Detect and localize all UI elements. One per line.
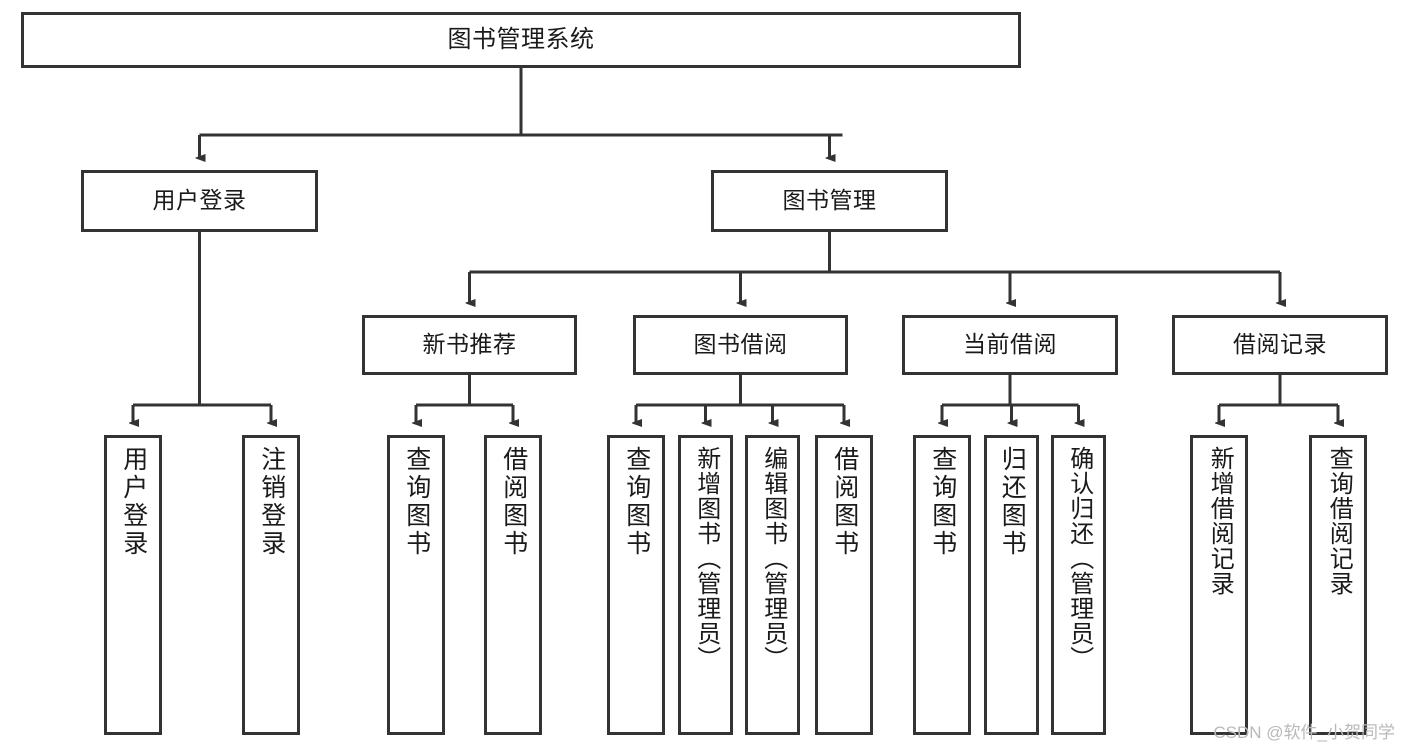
node-root-system[interactable]: 图书管理系统 — [21, 12, 1021, 68]
node-current-borrow[interactable]: 当前借阅 — [902, 315, 1118, 375]
node-leaf-edit-book-admin[interactable]: 编辑图书（管理员） — [745, 435, 800, 735]
node-label: 查询借阅记录 — [1325, 446, 1353, 596]
node-label: 图书借阅 — [693, 331, 788, 358]
node-label: 注销登录 — [257, 446, 286, 558]
node-leaf-add-borrow-record[interactable]: 新增借阅记录 — [1190, 435, 1248, 735]
node-label: 新增图书（管理员） — [692, 446, 720, 671]
node-leaf-add-book-admin[interactable]: 新增图书（管理员） — [678, 435, 733, 735]
node-book-manage[interactable]: 图书管理 — [711, 170, 948, 232]
node-leaf-user-login[interactable]: 用户登录 — [104, 435, 162, 735]
node-label: 用户登录 — [119, 446, 148, 558]
node-leaf-borrow-book[interactable]: 借阅图书 — [815, 435, 873, 735]
node-borrow-record[interactable]: 借阅记录 — [1172, 315, 1388, 375]
node-label: 借阅记录 — [1233, 331, 1327, 358]
node-leaf-query-book-borrow[interactable]: 查询图书 — [607, 435, 665, 735]
node-label: 编辑图书（管理员） — [759, 446, 787, 671]
node-leaf-return-book[interactable]: 归还图书 — [984, 435, 1039, 735]
node-label: 当前借阅 — [963, 331, 1057, 358]
node-leaf-query-book-current[interactable]: 查询图书 — [913, 435, 971, 735]
node-label: 确认归还（管理员） — [1065, 446, 1093, 671]
node-label: 图书管理 — [782, 187, 877, 214]
node-book-borrow[interactable]: 图书借阅 — [633, 315, 848, 375]
node-label: 查询图书 — [622, 446, 651, 558]
node-label: 借阅图书 — [499, 446, 528, 558]
node-label: 图书管理系统 — [447, 25, 595, 53]
node-label: 用户登录 — [152, 187, 247, 214]
node-label: 新增借阅记录 — [1206, 446, 1234, 596]
watermark-text: CSDN @软件_小贺同学 — [1213, 723, 1395, 742]
node-label: 归还图书 — [998, 446, 1027, 558]
node-label: 新书推荐 — [422, 331, 517, 358]
node-leaf-query-borrow-record[interactable]: 查询借阅记录 — [1309, 435, 1367, 735]
node-new-book-recommend[interactable]: 新书推荐 — [362, 315, 577, 375]
node-label: 查询图书 — [402, 446, 431, 558]
node-leaf-query-book-recommend[interactable]: 查询图书 — [387, 435, 445, 735]
node-leaf-logout[interactable]: 注销登录 — [242, 435, 300, 735]
node-leaf-confirm-return-admin[interactable]: 确认归还（管理员） — [1051, 435, 1106, 735]
node-user-login[interactable]: 用户登录 — [81, 170, 318, 232]
node-leaf-borrow-book-recommend[interactable]: 借阅图书 — [484, 435, 542, 735]
node-label: 借阅图书 — [830, 446, 859, 558]
node-label: 查询图书 — [928, 446, 957, 558]
